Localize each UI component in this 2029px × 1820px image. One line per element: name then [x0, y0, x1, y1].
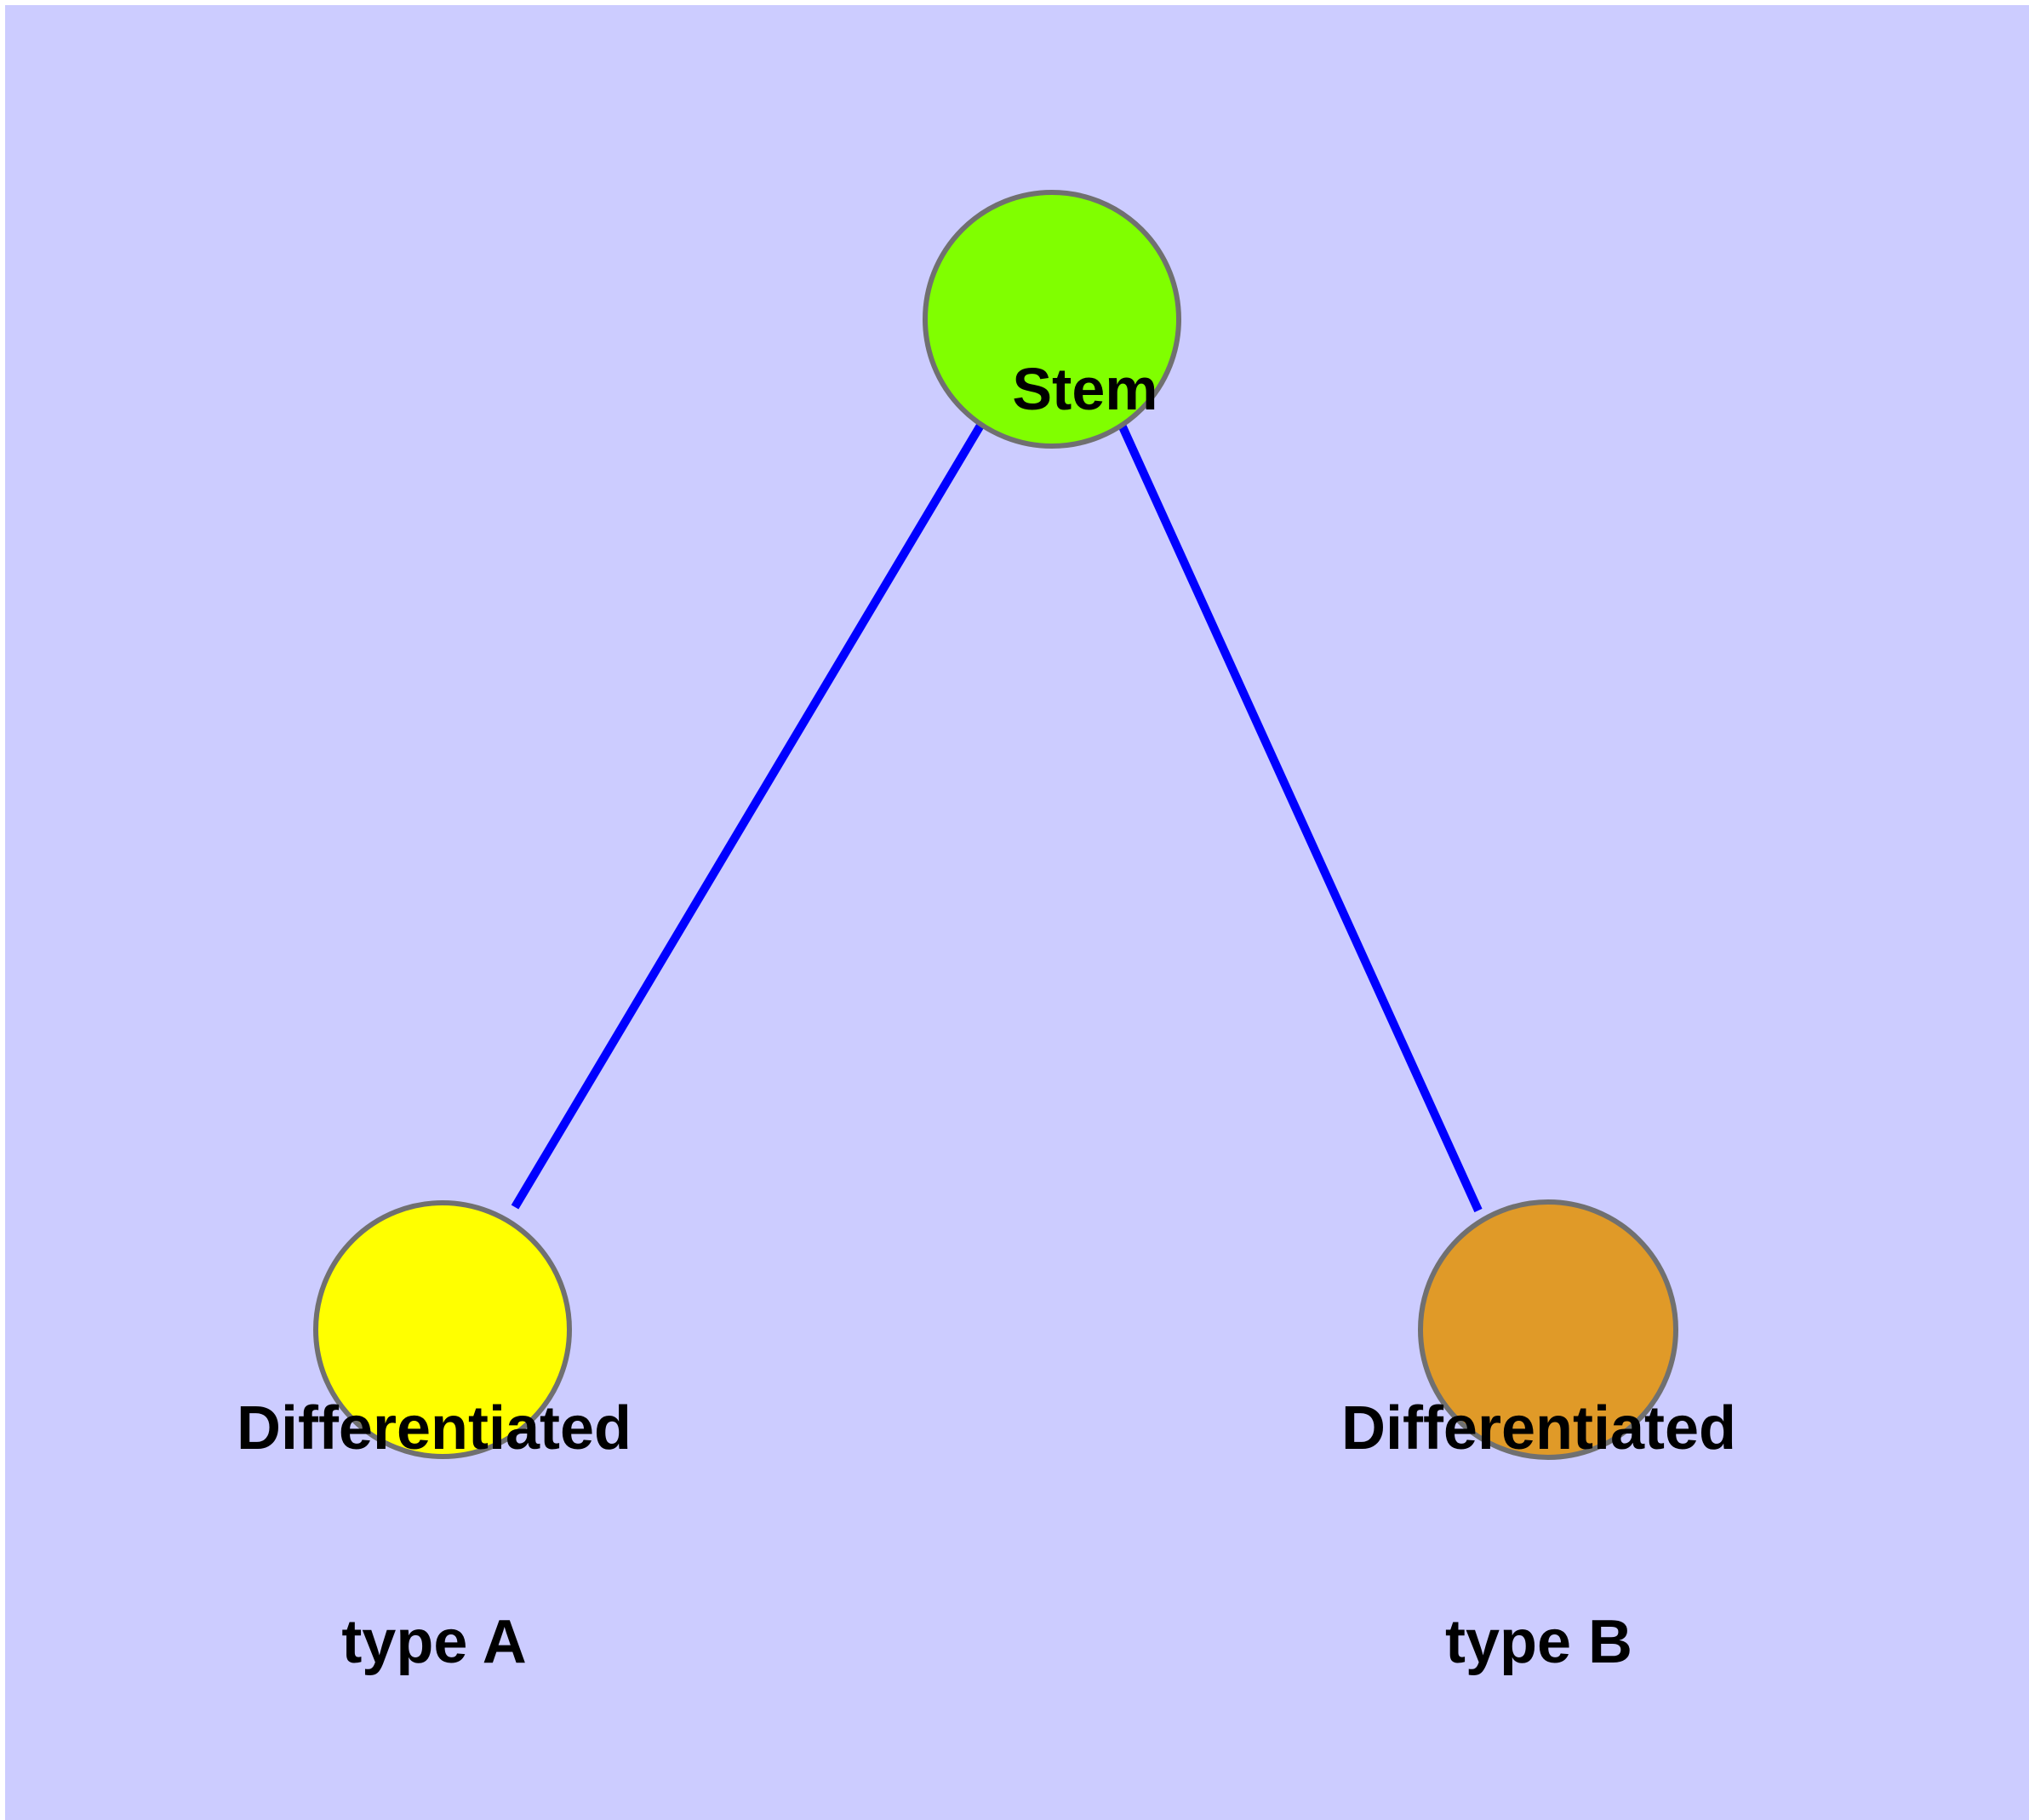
graph-node-diff_b[interactable]	[1418, 1199, 1678, 1460]
graph-edge-stem-diff_a	[511, 421, 986, 1210]
graph-node-diff_a[interactable]	[313, 1200, 572, 1459]
edge-layer	[511, 421, 1483, 1213]
graph-node-stem[interactable]	[923, 190, 1181, 449]
graph-edge-stem-diff_b	[1117, 421, 1483, 1213]
node-layer	[313, 190, 1678, 1460]
